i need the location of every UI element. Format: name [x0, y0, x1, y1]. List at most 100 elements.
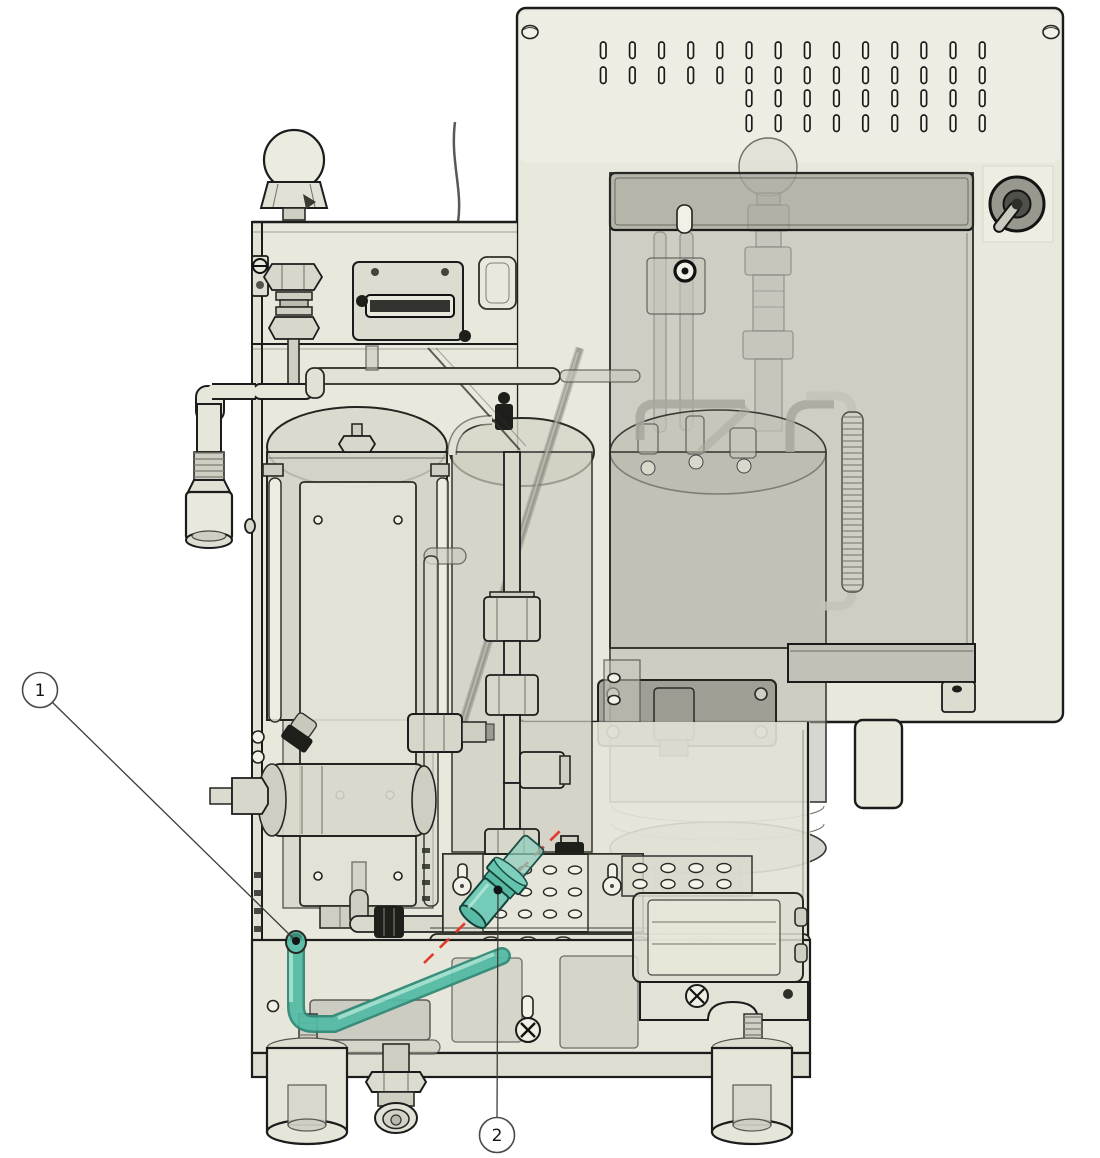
- element-tabs: [254, 848, 430, 932]
- power-toggle-switch: [982, 165, 1054, 243]
- bracket-hole: [716, 878, 732, 890]
- vent-slot: [803, 41, 811, 60]
- keyhole-screw-icon: [602, 863, 622, 896]
- base-ghost-block: [559, 955, 639, 1049]
- pipe-hex-coupling: [485, 674, 539, 716]
- vent-slot: [949, 114, 957, 133]
- horizontal-pipe-ghost: [559, 369, 641, 383]
- deck-screw-icon: [356, 295, 368, 307]
- tray-hole: [542, 865, 558, 875]
- callout-2-leader: [496, 889, 499, 1118]
- vent-slot: [716, 41, 724, 60]
- bracket-holes: [632, 862, 732, 890]
- vent-slot: [599, 41, 607, 60]
- tray-hole: [567, 865, 583, 875]
- vent-slot: [774, 89, 782, 108]
- callout-1[interactable]: 1: [21, 671, 301, 946]
- vent-slot: [745, 114, 753, 133]
- callout-2-target-dot: [493, 885, 503, 895]
- boiler-port: [688, 454, 704, 470]
- center-pipe-column: [447, 415, 584, 911]
- pump-inlet-hex: [231, 777, 269, 815]
- side-tee-valve: [407, 713, 495, 753]
- vent-slot: [978, 89, 986, 108]
- boiler-pipe: [635, 399, 745, 440]
- bracket-hole: [688, 878, 704, 890]
- tray-hole: [542, 909, 558, 919]
- back-panel-lower-tab: [853, 718, 904, 810]
- keyhole-screw-icon: [452, 863, 472, 896]
- callout-2-label: 2: [492, 1126, 503, 1146]
- deck-screw-icon: [459, 330, 471, 342]
- vent-slot: [745, 41, 753, 60]
- boiler-port: [640, 460, 656, 476]
- wire: [452, 121, 461, 223]
- bracket-hole: [632, 878, 648, 890]
- phillips-screw-icon: [685, 984, 709, 1008]
- bracket-hole: [632, 862, 648, 874]
- vent-slot: [774, 114, 782, 133]
- tray-hole: [517, 909, 533, 919]
- group-pipe: [253, 383, 313, 400]
- bracket-screw-icon: [252, 258, 268, 274]
- control-deck-block: [352, 256, 517, 342]
- vent-slot: [745, 89, 753, 108]
- vent-slot: [599, 66, 607, 85]
- callout-2-circle[interactable]: [478, 1116, 516, 1154]
- vent-slots: [599, 41, 986, 133]
- pump: [257, 763, 437, 837]
- base-hole: [266, 999, 280, 1013]
- boiler-top-fitting: [495, 404, 513, 430]
- pipe-tee-fitting: [519, 751, 565, 789]
- callout-2[interactable]: 2: [478, 885, 516, 1154]
- pump-inlet-stub: [209, 787, 233, 805]
- deck-bracket: [478, 256, 517, 310]
- boiler-pipe: [697, 405, 751, 455]
- callout-1-target-dot: [292, 937, 300, 945]
- machine-foot-right: [710, 1013, 794, 1146]
- dome-hex-bolt: [337, 423, 377, 453]
- bracket-hole: [660, 878, 676, 890]
- vent-slot: [803, 66, 811, 85]
- group-neck: [196, 403, 222, 453]
- vent-slot: [716, 66, 724, 85]
- vent-slot: [891, 66, 899, 85]
- vent-slot: [891, 41, 899, 60]
- drain-fitting: [364, 1043, 428, 1134]
- frame-left-wall: [251, 221, 263, 941]
- vent-slot: [861, 89, 870, 108]
- steam-knob-skirt: [259, 181, 329, 209]
- center-screw-icon: [515, 995, 541, 1043]
- callout-1-leader: [51, 701, 295, 940]
- tank-fitting-icon: [673, 259, 697, 283]
- horizontal-pipe: [311, 367, 561, 385]
- tank-handle-slot: [676, 204, 693, 234]
- callout-1-label: 1: [35, 681, 46, 701]
- boiler-front-panel: [299, 481, 417, 907]
- mid-pipes: [209, 345, 641, 938]
- vent-slot: [628, 41, 636, 60]
- boiler-port: [736, 458, 752, 474]
- wall-plug: [244, 518, 256, 534]
- vent-slot: [745, 66, 753, 85]
- callout-1-circle[interactable]: [21, 671, 59, 709]
- valve-hex-nut: [262, 263, 324, 291]
- vent-slot: [978, 114, 986, 133]
- shelf-screw-icon: [952, 685, 962, 693]
- tray-hole: [567, 887, 583, 897]
- brew-boiler: [262, 406, 450, 929]
- tank-shelf: [787, 643, 976, 713]
- vent-slot: [687, 41, 695, 60]
- boiler-fitting: [729, 427, 757, 459]
- vent-slot: [920, 114, 928, 133]
- toggle-pivot: [1011, 198, 1023, 210]
- vent-slot: [861, 114, 870, 133]
- tray-hole: [567, 909, 583, 919]
- vent-slot: [861, 41, 870, 60]
- group-head: [184, 383, 313, 549]
- boiler-fitting: [685, 415, 705, 455]
- vent-slot: [803, 89, 811, 108]
- vent-slot: [832, 114, 841, 133]
- bracket-hole: [660, 862, 676, 874]
- tank-band-inner-line: [614, 177, 969, 226]
